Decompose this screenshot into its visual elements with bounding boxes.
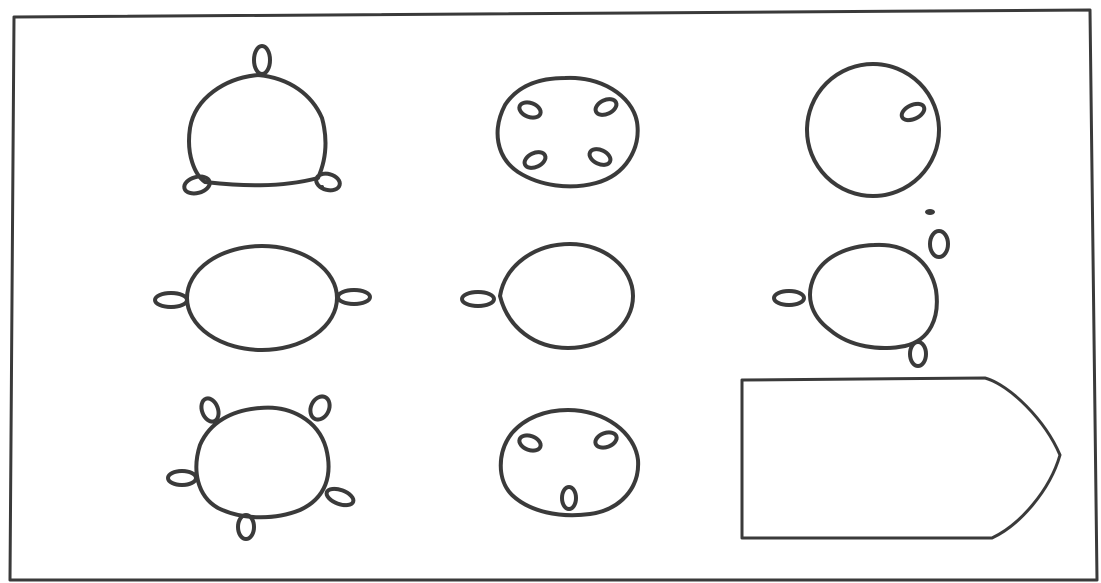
- circle-one-inner-loop: [807, 64, 939, 196]
- loop-top-right: [593, 96, 619, 118]
- loop-bottom: [238, 515, 254, 539]
- loop-top-left: [198, 396, 221, 424]
- loop-inner: [899, 101, 927, 124]
- circle-one-left-loop: [462, 244, 633, 348]
- loop-left: [155, 293, 187, 307]
- loop-top-right: [930, 231, 948, 257]
- loop-left: [168, 471, 196, 485]
- loop-top: [254, 46, 270, 74]
- loop-top-left: [517, 100, 542, 121]
- loop-right: [338, 290, 370, 304]
- loop-left: [774, 291, 804, 305]
- shape-outline: [810, 245, 937, 348]
- circle-three-loops-top-and-bottom: [182, 46, 341, 196]
- circle-two-side-loops: [155, 246, 370, 350]
- loop-bottom-right: [587, 146, 613, 168]
- circle-six-outer-loops: [168, 393, 356, 539]
- ink-dot: [320, 185, 324, 189]
- shape-outline: [189, 75, 325, 185]
- loop-bottom-right: [910, 342, 926, 366]
- loop-bottom: [562, 487, 576, 509]
- loop-bottom-left: [182, 174, 211, 196]
- pentagon-pointer-outline: [742, 378, 1060, 538]
- shape-outline: [807, 64, 939, 196]
- circle-three-outer-loops: [774, 209, 948, 366]
- loop-bottom-left: [522, 149, 548, 171]
- circle-four-inner-loops: [498, 78, 638, 187]
- circle-three-inner-loops: [501, 410, 638, 515]
- shape-outline: [500, 244, 633, 348]
- shape-outline: [501, 410, 638, 515]
- loop-left: [462, 292, 494, 306]
- shape-outline: [498, 78, 638, 187]
- loop-bottom-right: [314, 171, 341, 193]
- loop-top-right: [593, 430, 618, 451]
- loop-right: [324, 486, 355, 509]
- loop-top-left: [517, 433, 542, 454]
- ink-dot: [925, 209, 935, 215]
- shape-outline: [196, 408, 328, 518]
- loop-top-right: [307, 393, 333, 422]
- shape-outline: [187, 246, 337, 350]
